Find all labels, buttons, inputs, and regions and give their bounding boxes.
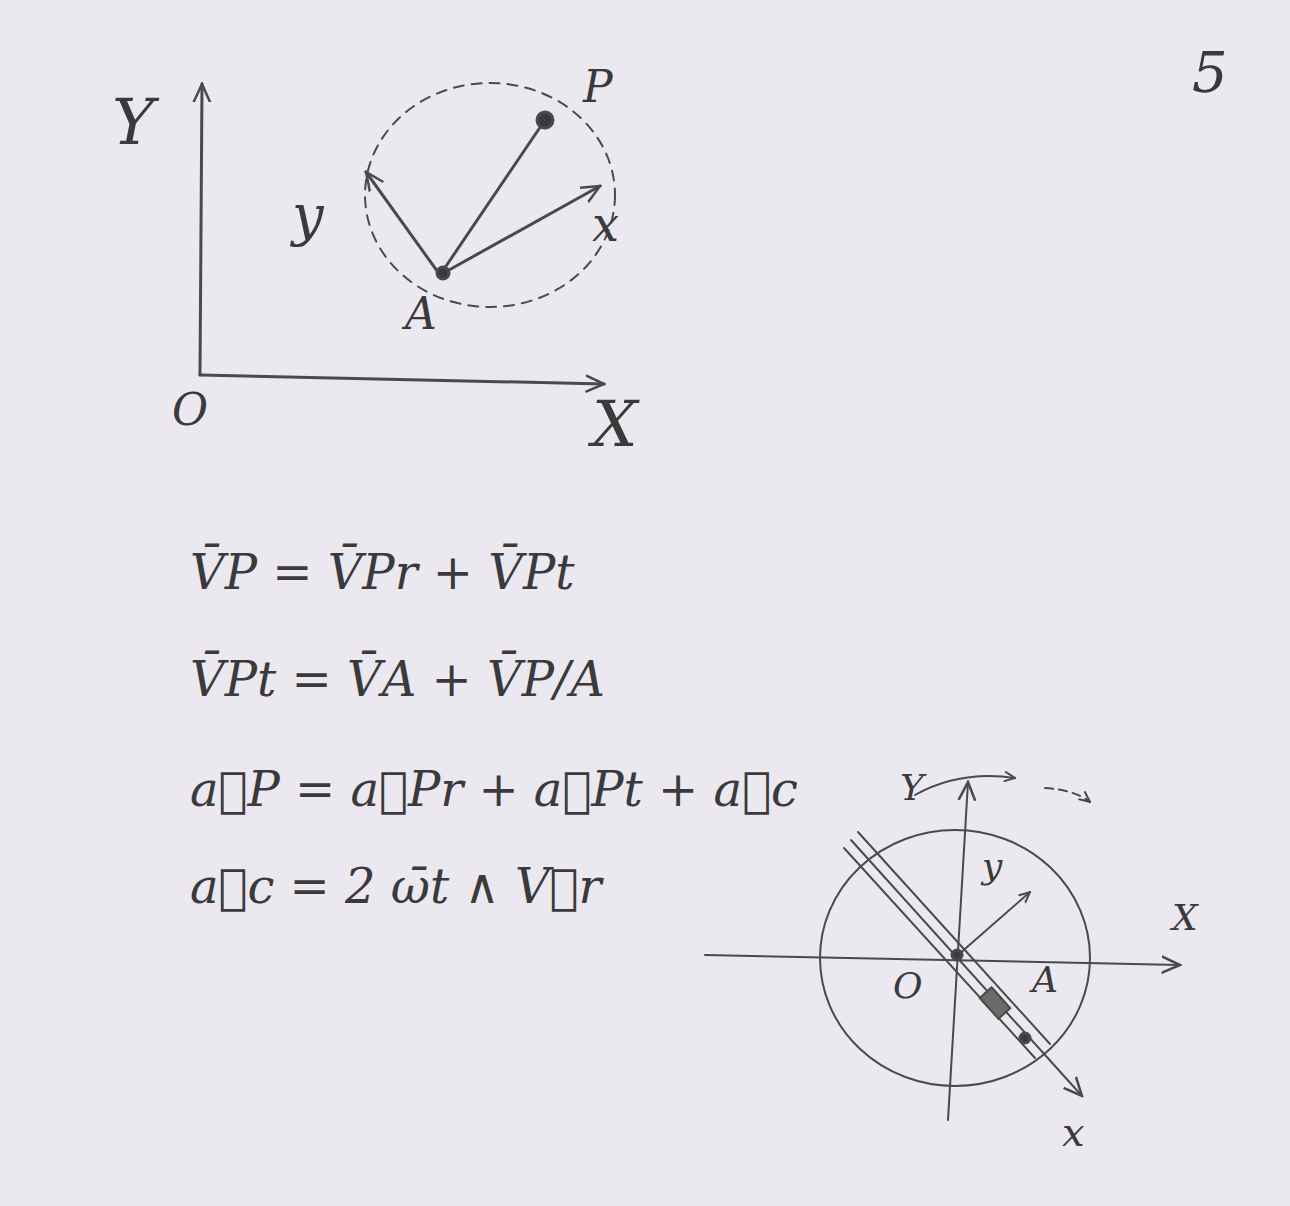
point-label: A bbox=[1032, 962, 1058, 998]
equation: V̄Pt = V̄A + V̄P/A bbox=[190, 655, 605, 703]
body-outline bbox=[365, 83, 615, 307]
axis-label: Y bbox=[112, 90, 154, 154]
axis-label: X bbox=[592, 392, 638, 456]
rotation-arrow bbox=[915, 776, 1015, 795]
axis-label: x bbox=[592, 200, 619, 248]
equation: a⃗P = a⃗Pr + a⃗Pt + a⃗c bbox=[190, 765, 798, 813]
point-label: P bbox=[583, 65, 613, 109]
page-number: 5 bbox=[1192, 45, 1228, 101]
point-a bbox=[437, 267, 449, 279]
point-p bbox=[537, 112, 553, 128]
slider-point bbox=[1020, 1033, 1030, 1043]
position-vector bbox=[440, 120, 545, 275]
moving-y-axis bbox=[366, 172, 440, 275]
slot-edge bbox=[858, 832, 1050, 1044]
moving-y-axis bbox=[958, 892, 1030, 955]
moving-x-axis bbox=[440, 186, 600, 275]
moving-x-axis bbox=[851, 840, 1082, 1096]
axis-label: x bbox=[1062, 1112, 1085, 1152]
equation: a⃗c = 2 ω̄t ∧ V⃗r bbox=[190, 862, 601, 910]
fixed-x-axis bbox=[200, 375, 604, 384]
slot-edge bbox=[844, 848, 1035, 1058]
axis-label: X bbox=[1172, 900, 1198, 936]
point-o bbox=[952, 950, 962, 960]
equation: V̄P = V̄Pr + V̄Pt bbox=[190, 548, 575, 596]
rotation-arrow bbox=[1045, 788, 1090, 802]
origin-label: O bbox=[172, 388, 208, 432]
origin-label: O bbox=[893, 968, 923, 1004]
axis-label: y bbox=[292, 188, 324, 244]
point-label: A bbox=[405, 292, 437, 336]
axis-label: y bbox=[982, 848, 1002, 884]
fixed-y-axis bbox=[200, 84, 202, 375]
slider-block bbox=[980, 987, 1011, 1019]
axis-label: Y bbox=[900, 770, 924, 806]
